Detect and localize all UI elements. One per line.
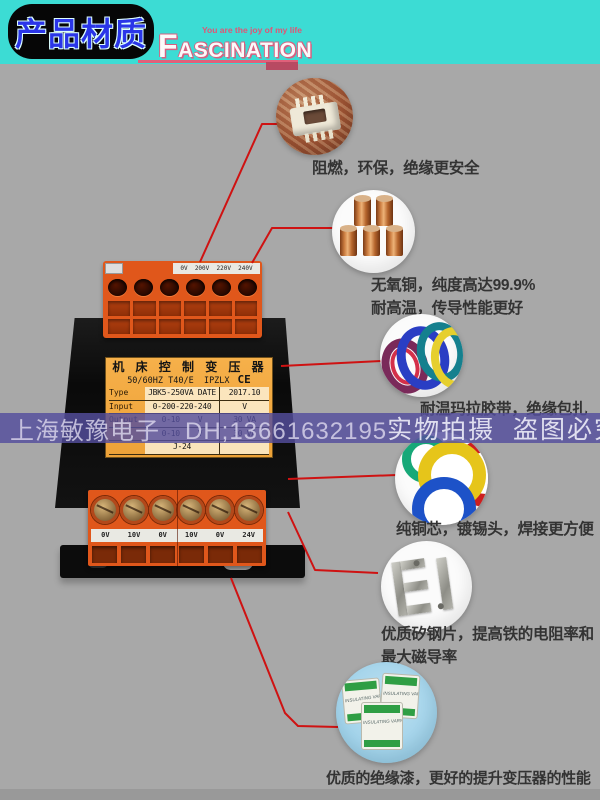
brand-underline: [138, 60, 298, 63]
terminal-hole: [238, 278, 257, 296]
bobbin-photo: [276, 78, 353, 155]
screw-terminal: [206, 496, 235, 524]
terminal-slot-row: [92, 546, 262, 563]
voltage-label-strip: 0V 10V 0V 10V 0V 24V: [91, 529, 263, 542]
wire-coil-icon: [412, 477, 476, 525]
screw-terminal: [177, 496, 206, 524]
copper-spools-photo: [332, 190, 415, 273]
copper-spool-icon: [386, 225, 403, 256]
ce-mark: CE: [237, 373, 251, 386]
voltage-label: 10V: [185, 531, 198, 539]
screw-terminal: [91, 496, 119, 524]
callout-caption: 优质的绝缘漆，更好的提升变压器的性能: [326, 770, 591, 787]
copper-spool-icon: [354, 195, 371, 226]
brand-name: FASCINATION: [158, 28, 313, 64]
voltage-label: 0V: [101, 531, 110, 539]
spec-title: 机 床 控 制 变 压 器: [112, 360, 266, 374]
terminal-hole: [134, 278, 153, 296]
brand-underline-block: [266, 62, 298, 70]
voltage-label: 24V: [242, 531, 256, 539]
copper-spool-icon: [340, 225, 357, 256]
brand-tagline: You are the joy of my life: [202, 25, 302, 35]
voltage-label: 0V: [215, 531, 225, 539]
terminal-holes: [108, 277, 257, 297]
spec-subtitle: 50/60HZ T40/E IPZLX CE: [127, 373, 251, 386]
screw-terminal: [234, 496, 263, 524]
top-terminal-label-strip: 0V 200V 220V 240V: [173, 263, 260, 274]
voltage-label: 10V: [127, 531, 141, 539]
mylar-tape-photo: [380, 314, 463, 397]
bottom-terminal-block: 0V 10V 0V 10V 0V 24V: [88, 490, 266, 566]
screw-terminal: [148, 496, 177, 524]
callout-caption: 阻燃，环保，绝缘更安全: [312, 160, 480, 177]
watermark-band: 上海敏豫电子 DH;13661632195 实物拍摄 盗图必究: [0, 413, 600, 445]
wire-coils-photo: [395, 432, 488, 525]
terminal-hole: [160, 278, 179, 296]
badge-label: 产品材质: [14, 15, 147, 52]
callout-caption: 纯铜芯，镀锡头，焊接更方便: [396, 521, 594, 538]
bottom-strip: [0, 789, 600, 800]
watermark-left-text: 上海敏豫电子 DH;13661632195: [10, 417, 388, 445]
terminal-hole: [186, 278, 205, 296]
callout-caption: 优质矽钢片，提高铁的电阻率和 最大磁导率: [381, 626, 594, 666]
screw-terminal: [119, 496, 148, 524]
varnish-cans-photo: INSULATING VARNISH INSULATING VARNISH IN…: [336, 662, 437, 763]
copper-spool-icon: [376, 195, 393, 226]
connector-line-copper: [251, 227, 333, 264]
terminal-hole: [108, 278, 127, 296]
voltage-label: 0V: [158, 531, 167, 539]
spec-row: J-24: [109, 441, 269, 455]
terminal-corner-chip: [105, 263, 123, 274]
connector-line-wires: [287, 474, 398, 480]
varnish-can-icon: INSULATING VARNISH: [361, 702, 403, 750]
connector-line-tape: [280, 360, 382, 367]
screw-terminals: [91, 492, 263, 528]
ei-core-icon: [391, 554, 462, 620]
connector-line-varnish: [230, 577, 339, 728]
top-terminal-block: 0V 200V 220V 240V: [103, 261, 262, 338]
connector-line-bobbin: [199, 123, 279, 263]
callout-caption: 无氧铜，纯度高达99.9% 耐高温，传导性能更好: [371, 277, 536, 317]
copper-spool-icon: [363, 225, 380, 256]
product-material-badge: 产品材质: [8, 4, 154, 59]
ei-lamination-photo: [381, 541, 472, 632]
terminal-cavity-grid: [108, 301, 257, 334]
plastic-bobbin-icon: [288, 93, 342, 143]
terminal-hole: [212, 278, 231, 296]
header-banner: 产品材质 You are the joy of my life FASCINAT…: [0, 0, 600, 70]
watermark-right-text: 实物拍摄 盗图必究: [387, 416, 600, 444]
brand-logo: You are the joy of my life FASCINATION: [158, 25, 313, 64]
